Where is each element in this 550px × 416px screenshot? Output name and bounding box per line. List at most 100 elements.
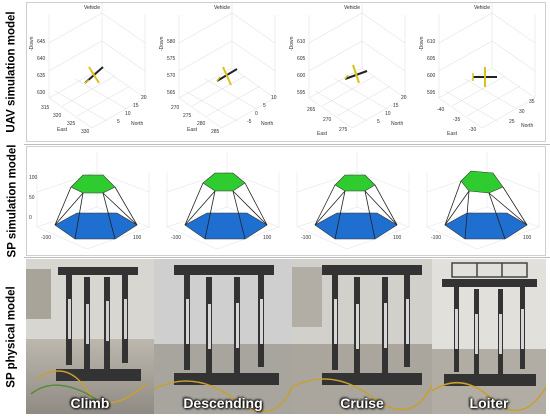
xtick: -35 [453,117,460,123]
xtick: 275 [183,113,192,119]
ztick: 640 [37,56,46,62]
xtick: 320 [53,113,62,119]
zlabel: -Down [419,36,425,51]
sp-sim-panel-1: 100 50 0 -100 100 [27,147,157,255]
xtick: 270 [171,105,180,111]
uav-panel-title: Vehicle [343,5,361,11]
ytick: 35 [529,99,535,105]
ztick: 580 [167,39,176,45]
ytick: 20 [401,95,407,101]
uav-panel-title: Vehicle [473,5,491,11]
ytick: 10 [125,111,131,117]
ztick: 575 [167,56,176,62]
row-label-sp-phys: SP physical model [0,259,24,414]
sp-sim-plot-2: -100 100 [166,152,280,250]
row-label-sp-phys-text: SP physical model [6,285,19,388]
tick: 100 [29,175,38,181]
ytick: -5 [247,119,252,125]
xtick: 270 [323,117,332,123]
tick: 100 [523,235,532,241]
uav-simulation-row: Vehicle -Down 645 640 635 630 315 320 32… [26,2,546,142]
platform-photo-loiter [432,259,546,414]
sp-physical-row: Climb Descending [26,259,546,414]
row-label-uav-text: UAV simulation model [6,11,19,133]
ytick: 30 [519,109,525,115]
caption-climb: Climb [70,395,110,411]
caption-cruise: Cruise [340,395,384,411]
ytick: 0 [255,111,258,117]
xlabel: East [317,131,328,137]
xtick: 325 [67,121,76,127]
ytick: 5 [263,103,266,109]
zlabel: -Down [159,36,165,51]
xtick: -30 [469,127,476,133]
ylabel: North [131,121,143,127]
platform-photo-climb [26,259,154,414]
xtick: 315 [41,105,50,111]
ytick: 5 [117,119,120,125]
photo-cruise: Cruise [292,259,432,414]
stewart-platform-icon [444,170,528,240]
xtick: 330 [81,129,90,135]
ztick: 635 [37,73,46,79]
sp-sim-panel-4: -100 100 [417,147,547,255]
uav-panel-title: Vehicle [83,5,101,11]
uav-aircraft-icon [472,67,497,87]
tick: 100 [393,235,402,241]
ylabel: North [521,123,533,129]
ztick: 595 [427,90,436,96]
uav-panel-2: Vehicle -Down 580 575 570 565 270 275 28… [157,3,287,141]
uav-aircraft-icon [84,66,104,84]
ztick: 605 [427,56,436,62]
stewart-platform-icon [54,174,138,240]
uav-panel-4: Vehicle -Down 610 605 600 595 -40 -35 -3… [417,3,547,141]
xlabel: East [187,127,198,133]
xtick: 275 [339,127,348,133]
zlabel: -Down [289,36,295,51]
sp-simulation-row: 100 50 0 -100 100 -100 100 [26,146,546,256]
xtick: 280 [197,121,206,127]
sp-sim-plot-3: -100 100 [296,152,410,250]
sp-sim-panel-2: -100 100 [157,147,287,255]
ztick: 570 [167,73,176,79]
platform-photo-descending [154,259,292,414]
ytick: 10 [385,111,391,117]
sp-sim-panel-3: -100 100 [287,147,417,255]
xlabel: East [57,127,68,133]
uav-plot-4: -Down 610 605 600 595 -40 -35 -30 East 3… [419,3,536,137]
uav-panel-1: Vehicle -Down 645 640 635 630 315 320 32… [27,3,157,141]
ztick: 610 [427,39,436,45]
ztick: 610 [297,39,306,45]
ylabel: North [391,121,403,127]
ylabel: North [261,121,273,127]
row-divider [24,257,550,258]
xtick: 265 [307,107,316,113]
ztick: 605 [297,56,306,62]
sp-sim-plot-1: 100 50 0 -100 100 [29,152,150,250]
row-label-uav: UAV simulation model [0,2,24,142]
ytick: 10 [271,95,277,101]
uav-panel-3: Vehicle -Down 610 605 600 595 265 270 27… [287,3,417,141]
tick: 100 [133,235,142,241]
uav-plot-3: -Down 610 605 600 595 265 270 275 East 2… [289,3,407,137]
ytick: 15 [393,103,399,109]
photo-descending: Descending [154,259,292,414]
stewart-platform-icon [184,172,268,240]
ytick: 15 [133,103,139,109]
tick: 100 [263,235,272,241]
photo-climb: Climb [26,259,154,414]
stewart-platform-icon [314,174,398,240]
ztick: 565 [167,90,176,96]
ytick: 5 [377,119,380,125]
ztick: 645 [37,39,46,45]
uav-panel-title: Vehicle [213,5,231,11]
xtick: -40 [437,107,444,113]
uav-aircraft-icon [344,64,368,84]
tick: -100 [41,235,51,241]
xtick: 285 [211,129,220,135]
uav-aircraft-icon [216,66,238,86]
xlabel: East [447,131,458,137]
ytick: 25 [509,119,515,125]
ztick: 600 [427,73,436,79]
photo-loiter: Loiter [432,259,546,414]
